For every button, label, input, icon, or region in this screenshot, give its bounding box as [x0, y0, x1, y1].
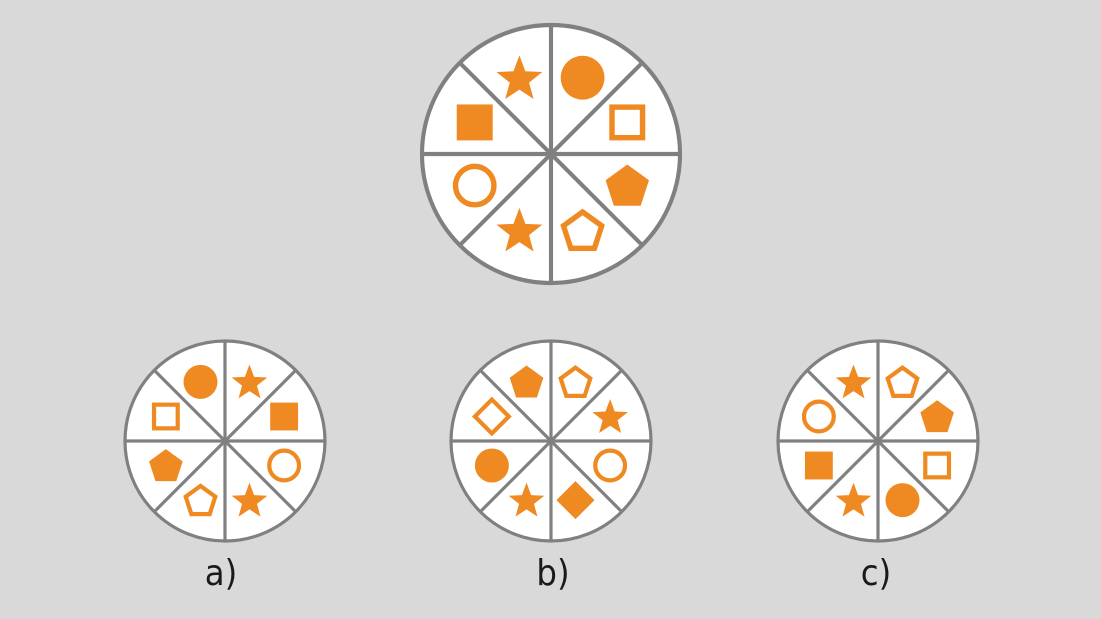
- option-a-wheel[interactable]: [121, 337, 329, 545]
- segment-divider: [479, 369, 623, 513]
- outline-pentagon-icon: [558, 365, 593, 398]
- filled-star-icon: [496, 55, 543, 99]
- filled-square-icon: [804, 451, 833, 480]
- outline-pentagon-icon: [560, 208, 605, 251]
- outline-circle-icon: [452, 163, 497, 208]
- filled-star-icon: [496, 207, 543, 252]
- filled-star-icon: [835, 364, 872, 399]
- segment-divider: [806, 369, 950, 513]
- outline-square-icon: [609, 104, 646, 141]
- outline-diamond-icon: [471, 396, 512, 437]
- option-a-label[interactable]: a): [204, 553, 238, 594]
- question-wheel: [418, 21, 684, 287]
- outline-circle-icon: [593, 448, 628, 483]
- filled-pentagon-icon: [149, 449, 183, 482]
- filled-pentagon-icon: [920, 400, 954, 433]
- filled-star-icon: [508, 482, 545, 517]
- filled-circle-icon: [183, 364, 218, 399]
- outline-circle-icon: [801, 399, 836, 434]
- filled-star-icon: [231, 364, 268, 399]
- option-b-label[interactable]: b): [536, 553, 570, 594]
- segment-divider: [458, 61, 644, 247]
- filled-star-icon: [592, 399, 628, 433]
- filled-square-icon: [270, 402, 299, 431]
- outline-pentagon-icon: [183, 483, 218, 517]
- filled-circle-icon: [885, 483, 920, 518]
- outline-circle-icon: [267, 448, 302, 483]
- filled-diamond-icon: [556, 481, 595, 520]
- option-c-label[interactable]: c): [860, 553, 892, 594]
- filled-star-icon: [835, 482, 872, 517]
- outline-square-icon: [923, 451, 952, 480]
- filled-circle-icon: [560, 55, 605, 100]
- option-c-wheel[interactable]: [774, 337, 982, 545]
- filled-pentagon-icon: [509, 365, 544, 398]
- filled-pentagon-icon: [605, 164, 649, 206]
- option-b-wheel[interactable]: [447, 337, 655, 545]
- outline-square-icon: [151, 402, 180, 431]
- outline-pentagon-icon: [885, 365, 920, 398]
- filled-star-icon: [231, 482, 268, 517]
- segment-divider: [153, 369, 297, 513]
- filled-circle-icon: [474, 448, 509, 483]
- filled-square-icon: [456, 104, 493, 141]
